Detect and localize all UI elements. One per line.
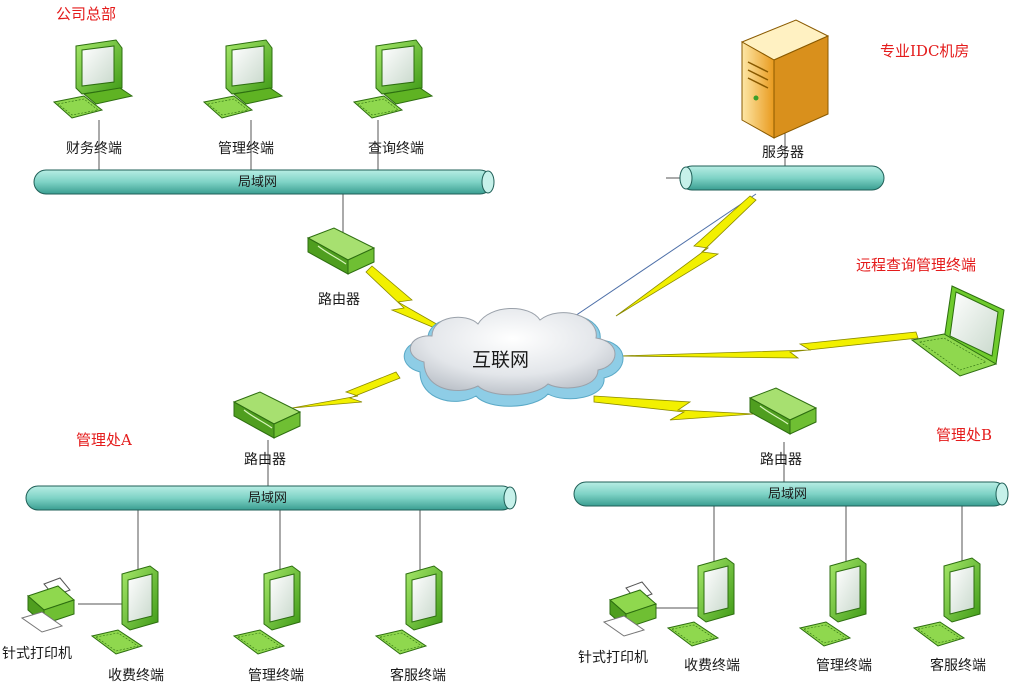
- office-a-terminal-label-1: 管理终端: [248, 668, 304, 684]
- office-a-terminal-label-0: 收费终端: [108, 668, 164, 684]
- pc-icon-hq-query: [353, 39, 433, 119]
- office-a-printer-label: 针式打印机: [2, 645, 72, 662]
- section-title-remote: 远程查询管理终端: [856, 256, 976, 274]
- office-a-lan-label: 局域网: [248, 491, 287, 506]
- pc-icon-office-a-billing: [91, 565, 159, 655]
- office-b-router-label: 路由器: [760, 452, 802, 468]
- wireless-links: [291, 195, 919, 421]
- office-a-router-label: 路由器: [244, 452, 286, 468]
- section-title-office-a: 管理处A: [76, 431, 132, 449]
- office-b-printer-label: 针式打印机: [578, 649, 648, 666]
- office-b-terminal-label-1: 管理终端: [816, 658, 872, 674]
- lightning-office-b: [593, 395, 755, 421]
- router-icon-hq: [307, 227, 375, 275]
- internet-cloud: [403, 308, 624, 407]
- server-icon: [740, 19, 830, 139]
- hq-lan-label: 局域网: [238, 175, 277, 190]
- idc-lan-bus: [679, 165, 885, 191]
- office-b-lan-bus: [573, 481, 1009, 507]
- hq-lan-bus: [33, 169, 495, 195]
- office-b-lan-label: 局域网: [768, 487, 807, 502]
- lightning-idc: [615, 195, 757, 317]
- section-title-hq: 公司总部: [56, 5, 116, 23]
- printer-icon-office-b: [603, 581, 657, 637]
- lightning-hq: [365, 265, 469, 343]
- pc-icon-hq-finance: [53, 39, 133, 119]
- pc-icon-hq-management: [203, 39, 283, 119]
- hq-terminal-label-1: 管理终端: [218, 141, 274, 157]
- pc-icon-office-b-service: [913, 557, 981, 647]
- section-title-office-b: 管理处B: [936, 426, 992, 444]
- internet-label: 互联网: [472, 349, 529, 371]
- lightning-office-a: [291, 371, 401, 409]
- section-title-idc: 专业IDC机房: [880, 42, 969, 60]
- office-b-terminal-label-2: 客服终端: [930, 657, 986, 674]
- office-a-lan-bus: [25, 485, 517, 511]
- idc-server-label: 服务器: [762, 145, 804, 161]
- office-b-terminal-label-0: 收费终端: [684, 658, 740, 674]
- hq-terminal-label-2: 查询终端: [368, 141, 424, 157]
- lightning-remote: [617, 331, 919, 359]
- pc-icon-office-b-management: [799, 557, 867, 647]
- cable-lines: [78, 120, 963, 609]
- pc-icon-office-b-billing: [667, 557, 735, 647]
- router-icon-office-a: [233, 391, 301, 439]
- hq-terminal-label-0: 财务终端: [66, 141, 122, 157]
- router-icon-office-b: [749, 387, 817, 435]
- printer-icon-office-a: [21, 577, 75, 633]
- pc-icon-office-a-service: [375, 565, 443, 655]
- hq-router-label: 路由器: [318, 292, 360, 308]
- pc-icon-office-a-management: [233, 565, 301, 655]
- laptop-icon: [910, 285, 1005, 377]
- office-a-terminal-label-2: 客服终端: [390, 667, 446, 684]
